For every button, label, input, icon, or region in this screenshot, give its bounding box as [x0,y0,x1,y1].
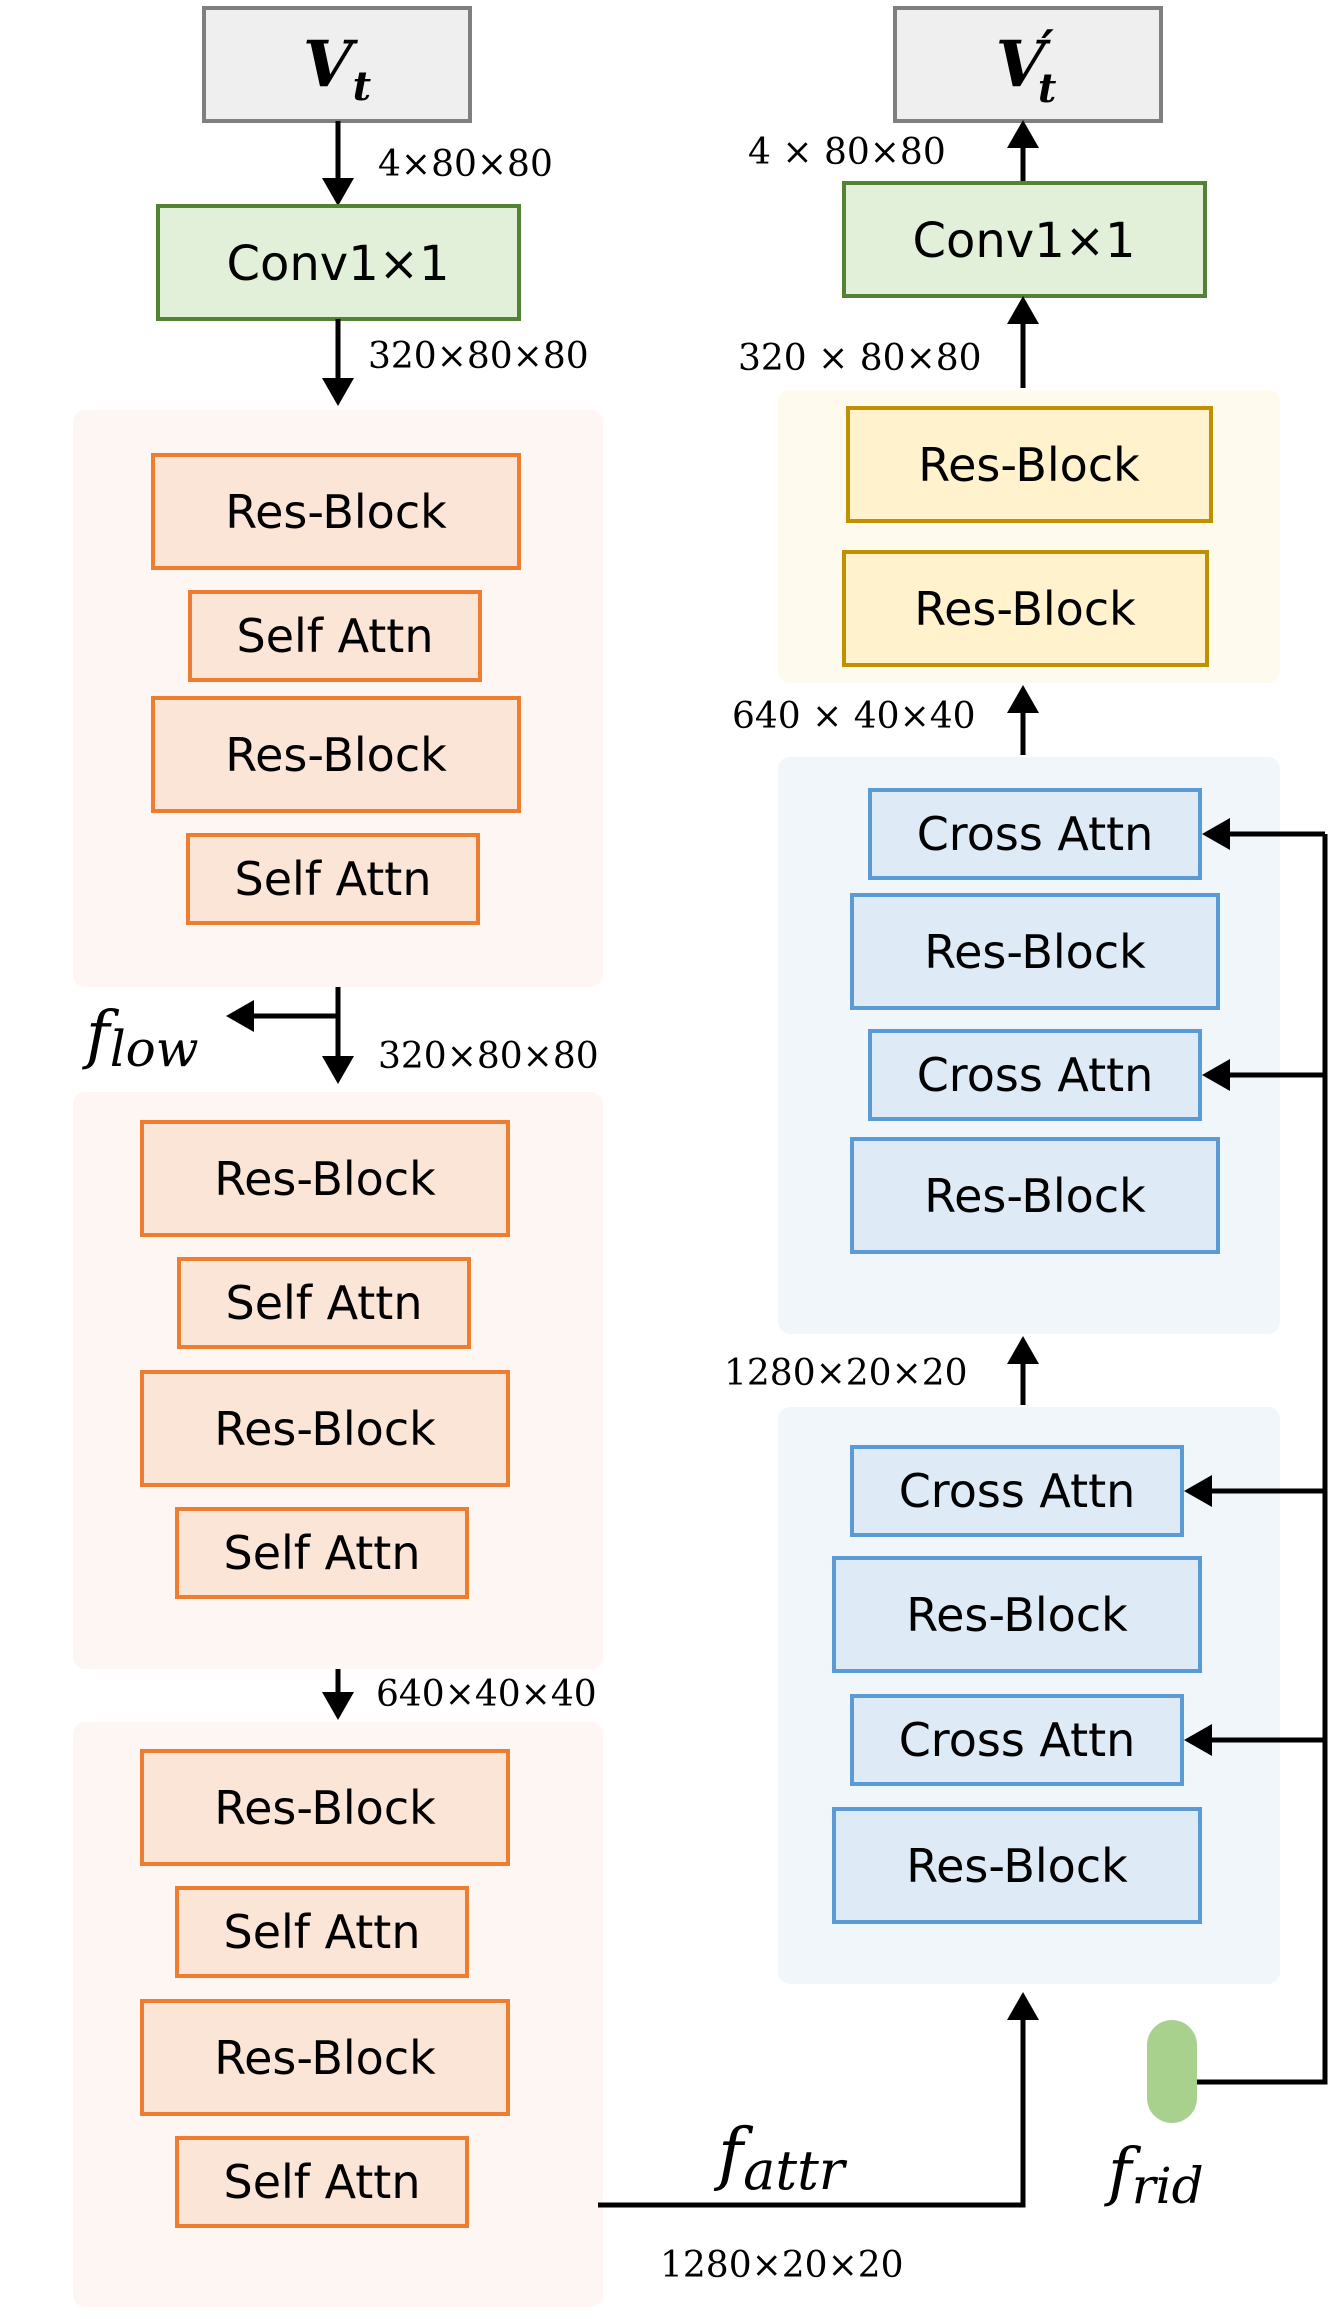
res-block [846,406,1213,523]
self-attn-block [186,833,480,925]
res-block-label: Res-Block [225,485,447,539]
dim-conv-decoder: 320 × 80×80 [738,338,982,379]
cross-attn-label: Cross Attn [917,1048,1154,1102]
cross-attn-label: Cross Attn [917,807,1154,861]
dim-input: 4×80×80 [378,144,553,185]
dim-yellow: 640 × 40×40 [732,696,976,737]
output-label: V′t [996,20,1057,112]
res-block [140,1999,510,2116]
cross-attn-label: Cross Attn [899,1464,1136,1518]
res-block [850,893,1220,1010]
res-block [842,550,1209,667]
arrowhead-cross-attn-feed [1202,818,1230,850]
self-attn-block [188,590,482,682]
res-block-label: Res-Block [214,1781,436,1835]
arrowhead-attr [1007,1992,1039,2020]
self-attn-label: Self Attn [224,1905,421,1959]
arrowhead-conv-stage1 [322,378,354,406]
arrowhead-cross-attn-feed [1202,1059,1230,1091]
cross-attn-block [868,1029,1202,1121]
res-block-label: Res-Block [906,1839,1128,1893]
arrowhead-blue-lower-upper [1007,1336,1039,1364]
decoder-conv-box [842,181,1207,298]
dim-output: 4 × 80×80 [748,132,946,173]
cross-attn-label: Cross Attn [899,1713,1136,1767]
input-box [202,6,472,123]
self-attn-label: Self Attn [226,1276,423,1330]
attr-label: fattr [713,2115,848,2202]
dim-attr: 1280×20×20 [660,2245,904,2286]
encoder-stage2: Res-Block Self Attn Res-Block Self Attn [140,1120,510,1599]
encoder-conv-label: Conv1×1 [226,236,449,292]
self-attn-label: Self Attn [224,2155,421,2209]
decoder-blue-lower-stage: Cross Attn Res-Block Cross Attn Res-Bloc… [832,1445,1202,1924]
dim-blue-mid: 1280×20×20 [724,1353,968,1394]
res-block [850,1137,1220,1254]
res-block [140,1749,510,1866]
res-block [832,1807,1202,1924]
cross-attn-block [850,1445,1184,1537]
arrowhead-stage1-stage2 [322,1056,354,1084]
res-block-label: Res-Block [225,728,447,782]
res-block-label: Res-Block [906,1588,1128,1642]
arrowhead-cross-attn-feed [1184,1475,1212,1507]
self-attn-block [177,1257,471,1349]
res-block [832,1556,1202,1673]
flow-label: flow [82,998,199,1078]
decoder-conv-label: Conv1×1 [912,213,1135,269]
res-block-label: Res-Block [214,1402,436,1456]
res-block [140,1120,510,1237]
arrow-attr-bridge [598,2018,1026,2208]
cross-attn-block [868,788,1202,880]
res-block-label: Res-Block [214,1152,436,1206]
arrowhead-flow [226,1000,254,1032]
res-block-label: Res-Block [918,438,1140,492]
dim-conv-encoder: 320×80×80 [368,336,589,377]
encoder-stage1: Res-Block Self Attn Res-Block Self Attn [151,453,521,925]
res-block [151,453,521,570]
encoder-stage3: Res-Block Self Attn Res-Block Self Attn [140,1749,510,2228]
self-attn-label: Self Attn [235,852,432,906]
arrowhead-stage2-stage3 [322,1692,354,1720]
arrowhead-blue-yellow [1007,685,1039,713]
self-attn-block [175,1886,469,1978]
res-block-label: Res-Block [924,925,1146,979]
identity-bus-line [1197,834,1328,2085]
res-block [140,1370,510,1487]
cross-attn-block [850,1694,1184,1786]
input-label: Vt [303,27,372,110]
arrowhead-input-conv [322,178,354,206]
self-attn-block [175,2136,469,2228]
self-attn-label: Self Attn [237,609,434,663]
output-box [893,6,1163,123]
identity-label: frid [1104,2135,1204,2215]
arrowhead-conv-output [1007,120,1039,148]
decoder-blue-upper-stage: Cross Attn Res-Block Cross Attn Res-Bloc… [850,788,1220,1254]
res-block [151,696,521,813]
arrowhead-cross-attn-feed [1184,1724,1212,1756]
res-block-label: Res-Block [914,582,1136,636]
decoder-yellow-stage: Res-Block Res-Block [842,406,1213,667]
res-block-label: Res-Block [924,1169,1146,1223]
arrowhead-yellow-conv [1007,296,1039,324]
dim-stage2: 320×80×80 [378,1036,599,1077]
encoder-conv-box [156,204,521,321]
res-block-label: Res-Block [214,2031,436,2085]
dim-stage3: 640×40×40 [376,1674,597,1715]
self-attn-block [175,1507,469,1599]
self-attn-label: Self Attn [224,1526,421,1580]
identity-pill [1147,2020,1197,2123]
